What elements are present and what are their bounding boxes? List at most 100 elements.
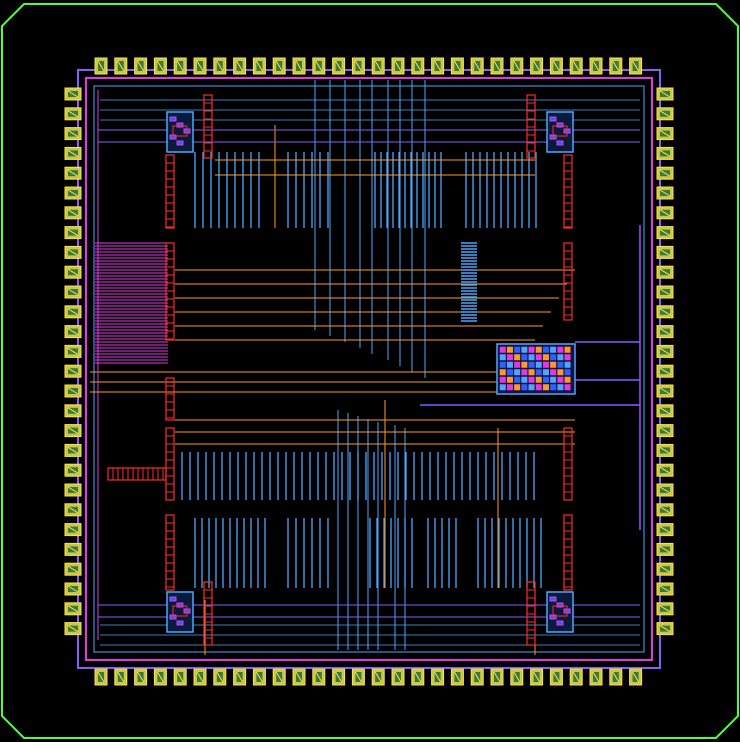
pad-mark — [335, 671, 343, 683]
block-layer — [95, 94, 576, 646]
io-pad-left-17 — [64, 424, 82, 438]
pad-mark — [295, 60, 303, 72]
corner-cell — [169, 116, 177, 122]
pad-mark — [67, 328, 79, 336]
io-pad-bottom-21 — [510, 668, 524, 686]
pad-mark — [275, 60, 283, 72]
pad-mark — [137, 60, 145, 72]
logic-cell — [514, 346, 521, 353]
io-pad-right-5 — [656, 186, 674, 200]
pad-mark — [552, 671, 560, 683]
io-pad-top-3 — [153, 57, 167, 75]
pad-mark — [659, 328, 671, 336]
logic-cell — [499, 376, 506, 383]
logic-cell — [528, 376, 535, 383]
pad-mark — [67, 526, 79, 534]
logic-cell — [499, 384, 506, 391]
pad-mark — [659, 387, 671, 395]
logic-cell — [550, 376, 557, 383]
pad-mark — [67, 90, 79, 98]
io-pad-left-3 — [64, 146, 82, 160]
pad-mark — [659, 110, 671, 118]
logic-cell — [506, 354, 513, 361]
pad-mark — [659, 149, 671, 157]
logic-cell — [564, 346, 571, 353]
corner-cell — [549, 116, 557, 122]
io-pad-left-22 — [64, 523, 82, 537]
io-pad-right-19 — [656, 463, 674, 477]
pad-mark — [255, 671, 263, 683]
pad-mark — [473, 60, 481, 72]
logic-cell — [550, 361, 557, 368]
logic-cell — [506, 369, 513, 376]
pad-mark — [67, 387, 79, 395]
pad-mark — [473, 671, 481, 683]
io-pad-right-18 — [656, 443, 674, 457]
io-pad-top-2 — [134, 57, 148, 75]
io-pad-bottom-27 — [629, 668, 643, 686]
corner-core — [172, 125, 188, 137]
io-pad-top-5 — [193, 57, 207, 75]
io-pad-bottom-12 — [332, 668, 346, 686]
pad-mark — [97, 60, 105, 72]
io-pad-left-25 — [64, 582, 82, 596]
logic-cell — [542, 376, 549, 383]
io-pad-top-7 — [233, 57, 247, 75]
pad-mark — [659, 130, 671, 138]
io-pad-bottom-7 — [233, 668, 247, 686]
io-pad-top-25 — [589, 57, 603, 75]
io-pad-top-11 — [312, 57, 326, 75]
io-pad-bottom-15 — [391, 668, 405, 686]
logic-cell — [535, 346, 542, 353]
pad-mark — [67, 149, 79, 157]
logic-cell — [535, 384, 542, 391]
corner-cell — [176, 620, 184, 626]
io-pad-right-25 — [656, 582, 674, 596]
pad-mark — [67, 427, 79, 435]
io-pad-left-18 — [64, 443, 82, 457]
logic-cell — [564, 354, 571, 361]
io-pad-left-24 — [64, 562, 82, 576]
io-pad-top-1 — [114, 57, 128, 75]
io-pad-left-2 — [64, 127, 82, 141]
pad-mark — [67, 209, 79, 217]
logic-cell — [528, 369, 535, 376]
io-pad-left-0 — [64, 87, 82, 101]
logic-cell — [506, 376, 513, 383]
io-pad-right-15 — [656, 384, 674, 398]
io-pad-top-26 — [609, 57, 623, 75]
pad-mark — [117, 671, 125, 683]
pad-mark — [176, 671, 184, 683]
pad-mark — [156, 60, 164, 72]
corner-cell — [176, 122, 184, 128]
io-pad-bottom-22 — [530, 668, 544, 686]
io-pad-bottom-0 — [94, 668, 108, 686]
pad-mark — [493, 60, 501, 72]
pad-mark — [453, 60, 461, 72]
io-pad-right-17 — [656, 424, 674, 438]
logic-cell — [557, 376, 564, 383]
pad-mark — [67, 407, 79, 415]
pad-mark — [354, 671, 362, 683]
io-pad-left-8 — [64, 245, 82, 259]
pad-mark — [659, 209, 671, 217]
io-pad-bottom-14 — [371, 668, 385, 686]
pad-mark — [67, 130, 79, 138]
io-pad-bottom-3 — [153, 668, 167, 686]
pad-mark — [513, 671, 521, 683]
logic-cell — [521, 384, 528, 391]
pad-mark — [67, 506, 79, 514]
pad-mark — [67, 288, 79, 296]
pad-mark — [67, 347, 79, 355]
pad-mark — [67, 229, 79, 237]
logic-cell — [542, 384, 549, 391]
logic-cell — [514, 369, 521, 376]
logic-cell — [528, 384, 535, 391]
pad-mark — [196, 671, 204, 683]
pad-mark — [592, 671, 600, 683]
pad-mark — [67, 189, 79, 197]
logic-cell — [542, 354, 549, 361]
pad-mark — [67, 308, 79, 316]
pad-mark — [659, 446, 671, 454]
